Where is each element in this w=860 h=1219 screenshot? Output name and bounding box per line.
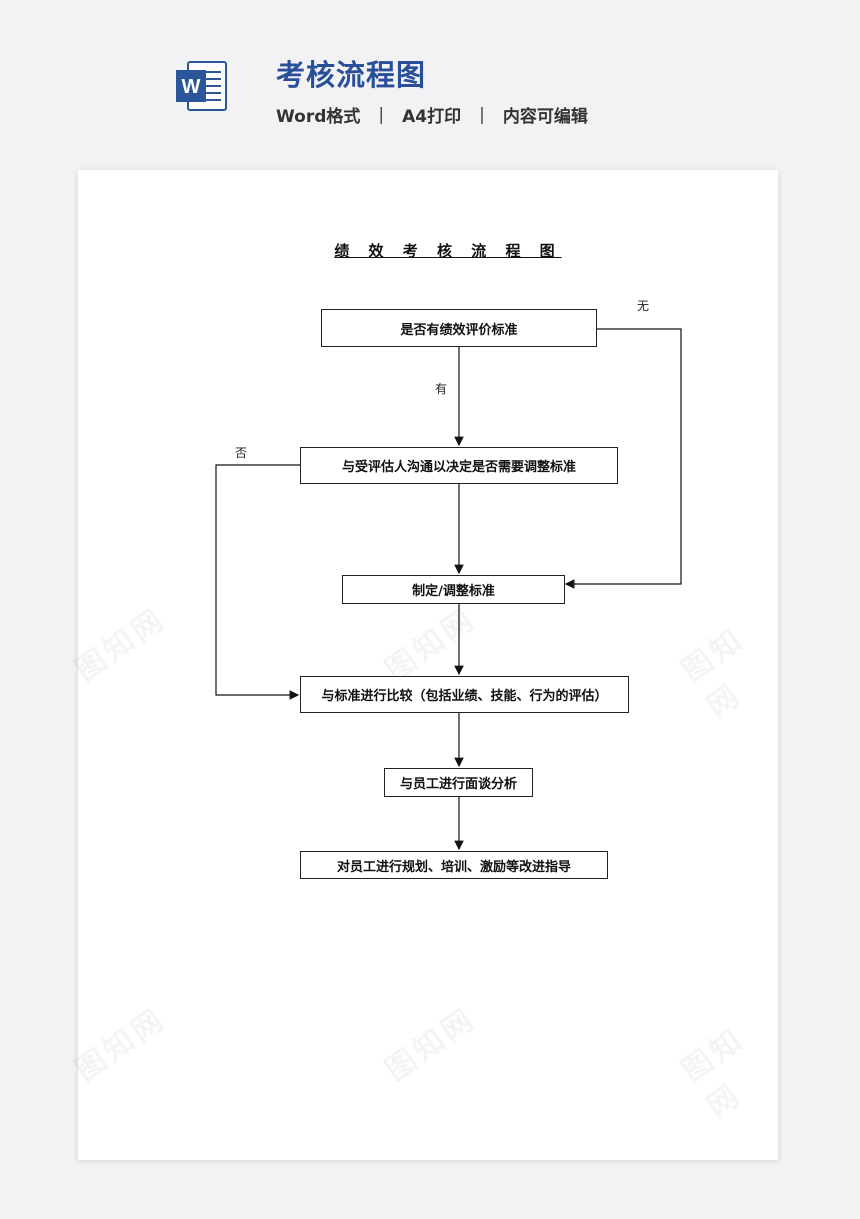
tag-word-format: Word格式 (276, 107, 361, 127)
label-no: 否 (235, 446, 248, 460)
format-tags: Word格式 | A4打印 | 内容可编辑 (276, 102, 588, 128)
tag-editable: 内容可编辑 (502, 107, 588, 127)
tag-a4-print: A4打印 (402, 107, 462, 127)
label-none: 无 (637, 299, 650, 313)
header: W 考核流程图 Word格式 | A4打印 | 内容可编辑 (0, 0, 860, 160)
connector-b1-b3-none (564, 328, 682, 589)
step-improvement: 对员工进行规划、培训、激励等改进指导 (300, 851, 608, 879)
connector-b2-b4-no (215, 464, 300, 700)
tag-separator: | (479, 104, 485, 125)
step-compare: 与标准进行比较（包括业绩、技能、行为的评估） (300, 676, 629, 713)
step-communicate: 与受评估人沟通以决定是否需要调整标准 (300, 447, 618, 484)
word-document-icon: W (176, 61, 227, 111)
tag-separator: | (378, 104, 385, 125)
flowchart-connectors (215, 328, 682, 851)
label-has: 有 (435, 382, 448, 396)
step-set-standard: 制定/调整标准 (342, 575, 565, 604)
word-icon-letter: W (182, 76, 201, 98)
step-has-standard: 是否有绩效评价标准 (321, 309, 597, 347)
page-title: 考核流程图 (276, 58, 427, 92)
flowchart-title: 绩 效 考 核 流 程 图 (334, 242, 562, 260)
step-interview: 与员工进行面谈分析 (384, 768, 533, 797)
document-page: 图知网 图知网 图知网 图知网 图知网 图知网 绩 效 考 核 流 程 图 是否… (69, 170, 778, 1160)
